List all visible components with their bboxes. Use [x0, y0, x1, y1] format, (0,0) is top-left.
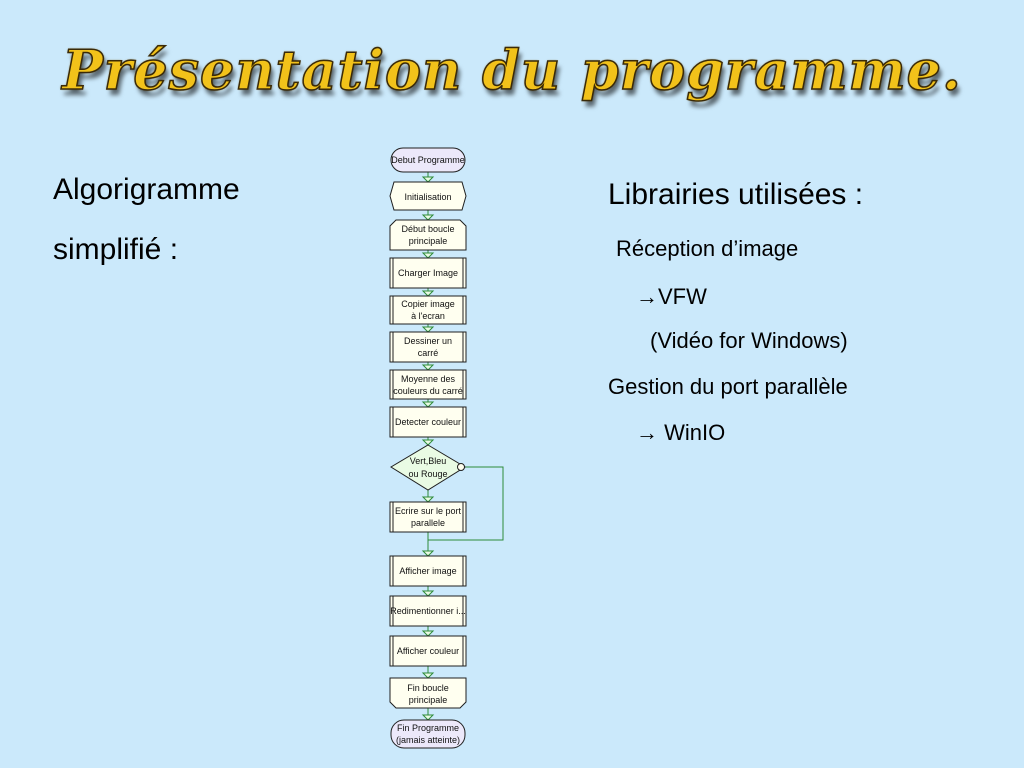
- flow-node-show-color: Afficher couleur: [389, 635, 467, 667]
- flow-node-draw-square-label-2: carré: [418, 348, 439, 358]
- flow-node-show-image: Afficher image: [389, 555, 467, 587]
- flow-node-load-image: Charger Image: [389, 257, 467, 289]
- slide-title: Présentation du programme.: [61, 37, 962, 103]
- flow-node-start: Debut Programme: [390, 147, 466, 173]
- winio-item: → WinIO: [636, 420, 725, 446]
- flow-node-loop-end-label-2: principale: [409, 695, 448, 705]
- flow-node-loop-start: Début boucle principale: [389, 219, 467, 251]
- flow-node-draw-square-label-1: Dessiner un: [404, 336, 452, 346]
- flow-node-decision: Vert,Bleu ou Rouge: [390, 444, 466, 491]
- flow-node-decision-label-1: Vert,Bleu: [410, 456, 447, 466]
- flow-node-copy-image-label-2: à l'ecran: [411, 311, 445, 321]
- flow-node-show-image-label: Afficher image: [399, 566, 456, 576]
- vfw-label: VFW: [658, 284, 707, 309]
- vfw-item: →VFW: [636, 284, 707, 310]
- flow-node-average-colors-label-2: couleurs du carré: [393, 386, 463, 396]
- left-caption-line-2: simplifié :: [53, 233, 179, 266]
- flow-node-end-label-1: Fin Programme: [397, 723, 459, 733]
- flowchart: Debut Programme Initialisation Début bou…: [389, 147, 504, 749]
- flow-node-copy-image: Copier image à l'ecran: [389, 295, 467, 325]
- vfw-full-label: (Vidéo for Windows): [650, 328, 848, 353]
- left-caption-line-1: Algorigramme: [53, 173, 240, 206]
- flow-node-resize: Redimentionner i...: [389, 595, 467, 627]
- flow-node-detect-color: Detecter couleur: [389, 406, 467, 438]
- reception-label: Réception d’image: [616, 236, 799, 261]
- flow-node-average-colors-label-1: Moyenne des: [401, 374, 456, 384]
- flow-node-end: Fin Programme (jamais atteinte): [390, 719, 466, 749]
- left-caption: Algorigramme simplifié :: [53, 160, 240, 280]
- flow-node-write-port: Ecrire sur le port parallele: [389, 501, 467, 533]
- flow-node-init-label: Initialisation: [404, 192, 451, 202]
- flow-node-loop-start-label-2: principale: [409, 236, 448, 246]
- flow-node-write-port-label-1: Ecrire sur le port: [395, 506, 462, 516]
- arrow-right-icon: →: [636, 284, 658, 309]
- flow-node-average-colors: Moyenne des couleurs du carré: [389, 369, 467, 400]
- flow-node-loop-start-label-1: Début boucle: [401, 224, 454, 234]
- flow-node-copy-image-label-1: Copier image: [401, 299, 455, 309]
- flow-node-loop-end: Fin boucle principale: [389, 677, 467, 709]
- flow-arrowheads: [421, 176, 435, 721]
- arrow-right-icon: →: [636, 420, 665, 445]
- flow-node-write-port-label-2: parallele: [411, 518, 445, 528]
- flow-node-load-image-label: Charger Image: [398, 268, 458, 278]
- flow-node-end-label-2: (jamais atteinte): [396, 735, 460, 745]
- flow-node-start-label: Debut Programme: [391, 155, 465, 165]
- flow-node-init: Initialisation: [389, 181, 467, 211]
- libraries-heading: Librairies utilisées :: [608, 178, 864, 211]
- flow-node-loop-end-label-1: Fin boucle: [407, 683, 449, 693]
- flow-node-detect-color-label: Detecter couleur: [395, 417, 461, 427]
- flow-node-draw-square: Dessiner un carré: [389, 331, 467, 363]
- flow-node-resize-label: Redimentionner i...: [390, 606, 466, 616]
- gestion-label: Gestion du port parallèle: [608, 374, 848, 399]
- flow-node-decision-label-2: ou Rouge: [408, 469, 447, 479]
- flow-node-show-color-label: Afficher couleur: [397, 646, 459, 656]
- winio-label: WinIO: [664, 420, 726, 445]
